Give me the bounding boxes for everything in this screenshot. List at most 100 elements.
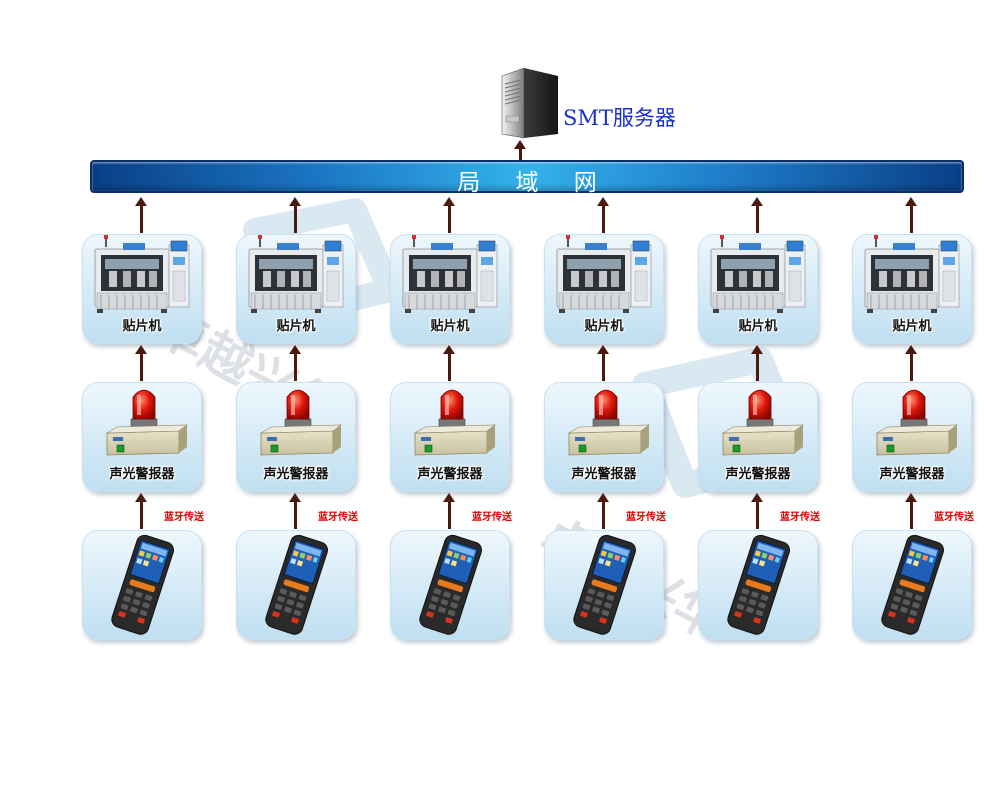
handheld-terminal-card[interactable] (852, 530, 972, 640)
arrow-shaft (294, 203, 297, 233)
alarm-card[interactable]: 声光警报器 (852, 382, 972, 492)
arrow-shaft (602, 203, 605, 233)
arrow-shaft (910, 499, 913, 529)
machine-label: 贴片机 (738, 319, 778, 334)
arrow-shaft (756, 499, 759, 529)
warning-light-alarm-icon (237, 383, 355, 491)
alarm-label: 声光警报器 (725, 467, 791, 482)
alarm-label: 声光警报器 (109, 467, 175, 482)
smt-machine-card[interactable]: 贴片机 (544, 234, 664, 344)
up-arrow-icon (289, 493, 301, 529)
smt-machine-card[interactable]: 贴片机 (698, 234, 818, 344)
warning-light-alarm-icon (699, 383, 817, 491)
arrow-head (135, 493, 147, 502)
alarm-label: 声光警报器 (879, 467, 945, 482)
arrow-head (597, 493, 609, 502)
arrow-head (443, 493, 455, 502)
arrow-head (751, 493, 763, 502)
smt-placement-machine-icon (853, 235, 971, 343)
bluetooth-label: 蓝牙传送 (318, 512, 358, 523)
up-arrow-icon (751, 345, 763, 381)
bluetooth-label: 蓝牙传送 (780, 512, 820, 523)
up-arrow-icon (597, 345, 609, 381)
up-arrow-icon (135, 493, 147, 529)
lan-bar: 局 域 网 (90, 160, 964, 196)
machine-label: 贴片机 (892, 319, 932, 334)
handheld-terminal-card[interactable] (544, 530, 664, 640)
arrow-head (135, 345, 147, 354)
alarm-label: 声光警报器 (571, 467, 637, 482)
warning-light-alarm-icon (545, 383, 663, 491)
handheld-terminal-card[interactable] (82, 530, 202, 640)
smt-placement-machine-icon (391, 235, 509, 343)
smt-placement-machine-icon (237, 235, 355, 343)
alarm-card[interactable]: 声光警报器 (82, 382, 202, 492)
up-arrow-icon (597, 493, 609, 529)
arrow-shaft (140, 499, 143, 529)
arrow-head (289, 197, 301, 206)
handheld-pda-terminal-icon (699, 531, 817, 639)
warning-light-alarm-icon (391, 383, 509, 491)
arrow-shaft (294, 351, 297, 381)
smt-placement-machine-icon (545, 235, 663, 343)
arrow-shaft (756, 203, 759, 233)
arrow-head (905, 345, 917, 354)
bluetooth-label: 蓝牙传送 (626, 512, 666, 523)
bluetooth-label: 蓝牙传送 (934, 512, 974, 523)
alarm-card[interactable]: 声光警报器 (544, 382, 664, 492)
up-arrow-icon (135, 197, 147, 233)
arrow-head (443, 345, 455, 354)
up-arrow-icon (289, 345, 301, 381)
handheld-pda-terminal-icon (853, 531, 971, 639)
arrow-shaft (448, 499, 451, 529)
arrow-head (135, 197, 147, 206)
alarm-card[interactable]: 声光警报器 (236, 382, 356, 492)
arrow-head (751, 197, 763, 206)
arrow-shaft (140, 203, 143, 233)
arrow-shaft (602, 499, 605, 529)
smt-machine-card[interactable]: 贴片机 (852, 234, 972, 344)
lan-label: 局 域 网 (457, 170, 611, 196)
handheld-terminal-card[interactable] (390, 530, 510, 640)
up-arrow-icon (443, 345, 455, 381)
up-arrow-icon (443, 197, 455, 233)
handheld-terminal-card[interactable] (698, 530, 818, 640)
bluetooth-label: 蓝牙传送 (472, 512, 512, 523)
smt-machine-card[interactable]: 贴片机 (390, 234, 510, 344)
up-arrow-icon (905, 197, 917, 233)
arrow-shaft (602, 351, 605, 381)
up-arrow-icon (905, 345, 917, 381)
arrow-head (289, 493, 301, 502)
machine-label: 贴片机 (122, 319, 162, 334)
arrow-head (905, 493, 917, 502)
server-label: SMT服务器 (563, 106, 676, 130)
smt-machine-card[interactable]: 贴片机 (236, 234, 356, 344)
arrow-shaft (910, 351, 913, 381)
warning-light-alarm-icon (83, 383, 201, 491)
smt-placement-machine-icon (699, 235, 817, 343)
up-arrow-icon (135, 345, 147, 381)
alarm-label: 声光警报器 (263, 467, 329, 482)
arrow-head (597, 345, 609, 354)
arrow-shaft (910, 203, 913, 233)
arrow-head (289, 345, 301, 354)
arrow-shaft (448, 351, 451, 381)
machine-label: 贴片机 (584, 319, 624, 334)
handheld-pda-terminal-icon (545, 531, 663, 639)
machine-label: 贴片机 (430, 319, 470, 334)
alarm-card[interactable]: 声光警报器 (390, 382, 510, 492)
handheld-terminal-card[interactable] (236, 530, 356, 640)
up-arrow-icon (514, 140, 526, 160)
handheld-pda-terminal-icon (237, 531, 355, 639)
arrow-head (751, 345, 763, 354)
smt-machine-card[interactable]: 贴片机 (82, 234, 202, 344)
arrow-shaft (448, 203, 451, 233)
arrow-shaft (140, 351, 143, 381)
arrow-head (905, 197, 917, 206)
bluetooth-label: 蓝牙传送 (164, 512, 204, 523)
up-arrow-icon (443, 493, 455, 529)
smt-placement-machine-icon (83, 235, 201, 343)
alarm-card[interactable]: 声光警报器 (698, 382, 818, 492)
alarm-label: 声光警报器 (417, 467, 483, 482)
arrow-head (443, 197, 455, 206)
